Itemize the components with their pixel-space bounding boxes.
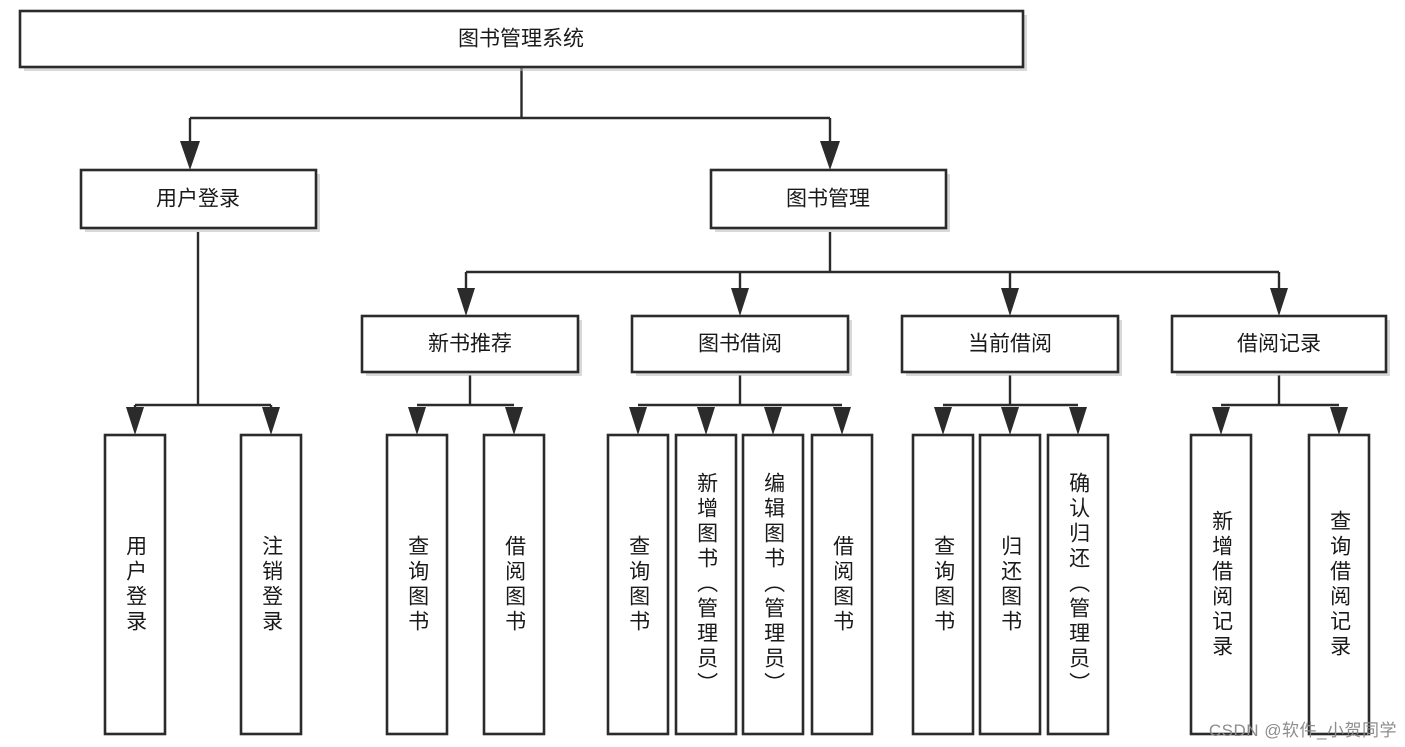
- arrow-bookborrow-leaf-1: [629, 407, 647, 435]
- node-user-login-rect[interactable]: [79, 168, 318, 230]
- node-root-rect[interactable]: [18, 9, 1025, 69]
- leaf-box-current-borrow-2[interactable]: [978, 433, 1042, 736]
- arrow-borrowrecord-leaf-2: [1330, 407, 1348, 435]
- arrow-to-user-login: [180, 141, 200, 170]
- leaf-box-book-borrow-4[interactable]: [810, 433, 874, 736]
- node-user-login-label: 用户登录: [156, 188, 240, 211]
- arrow-to-book-mgmt: [820, 141, 840, 170]
- arrow-to-book-borrow: [731, 288, 749, 316]
- node-new-book-recommend[interactable]: 新书推荐: [360, 314, 582, 376]
- arrow-bookborrow-leaf-4: [833, 407, 851, 435]
- arrow-userlogin-leaf-2: [262, 407, 280, 435]
- arrow-newbook-leaf-2: [505, 407, 523, 435]
- node-book-management[interactable]: 图书管理: [709, 168, 950, 232]
- node-current-borrow-label: 当前借阅: [968, 333, 1052, 356]
- node-root-label: 图书管理系统: [458, 28, 584, 51]
- node-book-management-label: 图书管理: [786, 188, 870, 211]
- leaf-box-user-login-1[interactable]: [103, 433, 167, 736]
- arrow-to-current-borrow: [1001, 288, 1019, 316]
- node-borrow-record[interactable]: 借阅记录: [1170, 314, 1390, 376]
- leaf-box-book-borrow-1[interactable]: [606, 433, 670, 736]
- arrow-currentborrow-leaf-3: [1069, 407, 1087, 435]
- node-book-borrow-label: 图书借阅: [698, 333, 782, 356]
- node-book-borrow-rect[interactable]: [630, 314, 850, 374]
- leaf-box-new-book-1[interactable]: [385, 433, 449, 736]
- leaf-box-book-borrow-2[interactable]: [674, 433, 738, 736]
- node-book-borrow[interactable]: 图书借阅: [630, 314, 852, 376]
- leaf-box-current-borrow-1[interactable]: [911, 433, 975, 736]
- leaf-boxes: [103, 433, 1371, 736]
- node-new-book-recommend-label: 新书推荐: [428, 333, 512, 356]
- leaf-box-book-borrow-3[interactable]: [741, 433, 805, 736]
- connectors: [126, 67, 1348, 435]
- node-root[interactable]: 图书管理系统: [18, 9, 1027, 71]
- leaf-box-borrow-record-2[interactable]: [1307, 433, 1371, 736]
- arrow-currentborrow-leaf-2: [1001, 407, 1019, 435]
- leaf-box-current-borrow-3[interactable]: [1046, 433, 1110, 736]
- arrow-bookborrow-leaf-2: [697, 407, 715, 435]
- leaf-box-borrow-record-1[interactable]: [1189, 433, 1253, 736]
- leaf-box-new-book-2[interactable]: [482, 433, 546, 736]
- node-current-borrow-rect[interactable]: [900, 314, 1120, 374]
- node-book-management-rect[interactable]: [709, 168, 948, 230]
- arrow-to-borrow-record: [1270, 288, 1288, 316]
- node-user-login[interactable]: 用户登录: [79, 168, 320, 232]
- arrow-bookborrow-leaf-3: [764, 407, 782, 435]
- node-borrow-record-rect[interactable]: [1170, 314, 1388, 374]
- arrow-borrowrecord-leaf-1: [1212, 407, 1230, 435]
- arrow-newbook-leaf-1: [408, 407, 426, 435]
- watermark: CSDN @软件_小贺同学: [1208, 721, 1397, 740]
- arrow-currentborrow-leaf-1: [934, 407, 952, 435]
- node-new-book-recommend-rect[interactable]: [360, 314, 580, 374]
- leaf-box-user-login-2[interactable]: [239, 433, 303, 736]
- arrow-userlogin-leaf-1: [126, 407, 144, 435]
- node-borrow-record-label: 借阅记录: [1237, 333, 1321, 356]
- arrow-to-new-book: [457, 288, 475, 316]
- node-current-borrow[interactable]: 当前借阅: [900, 314, 1122, 376]
